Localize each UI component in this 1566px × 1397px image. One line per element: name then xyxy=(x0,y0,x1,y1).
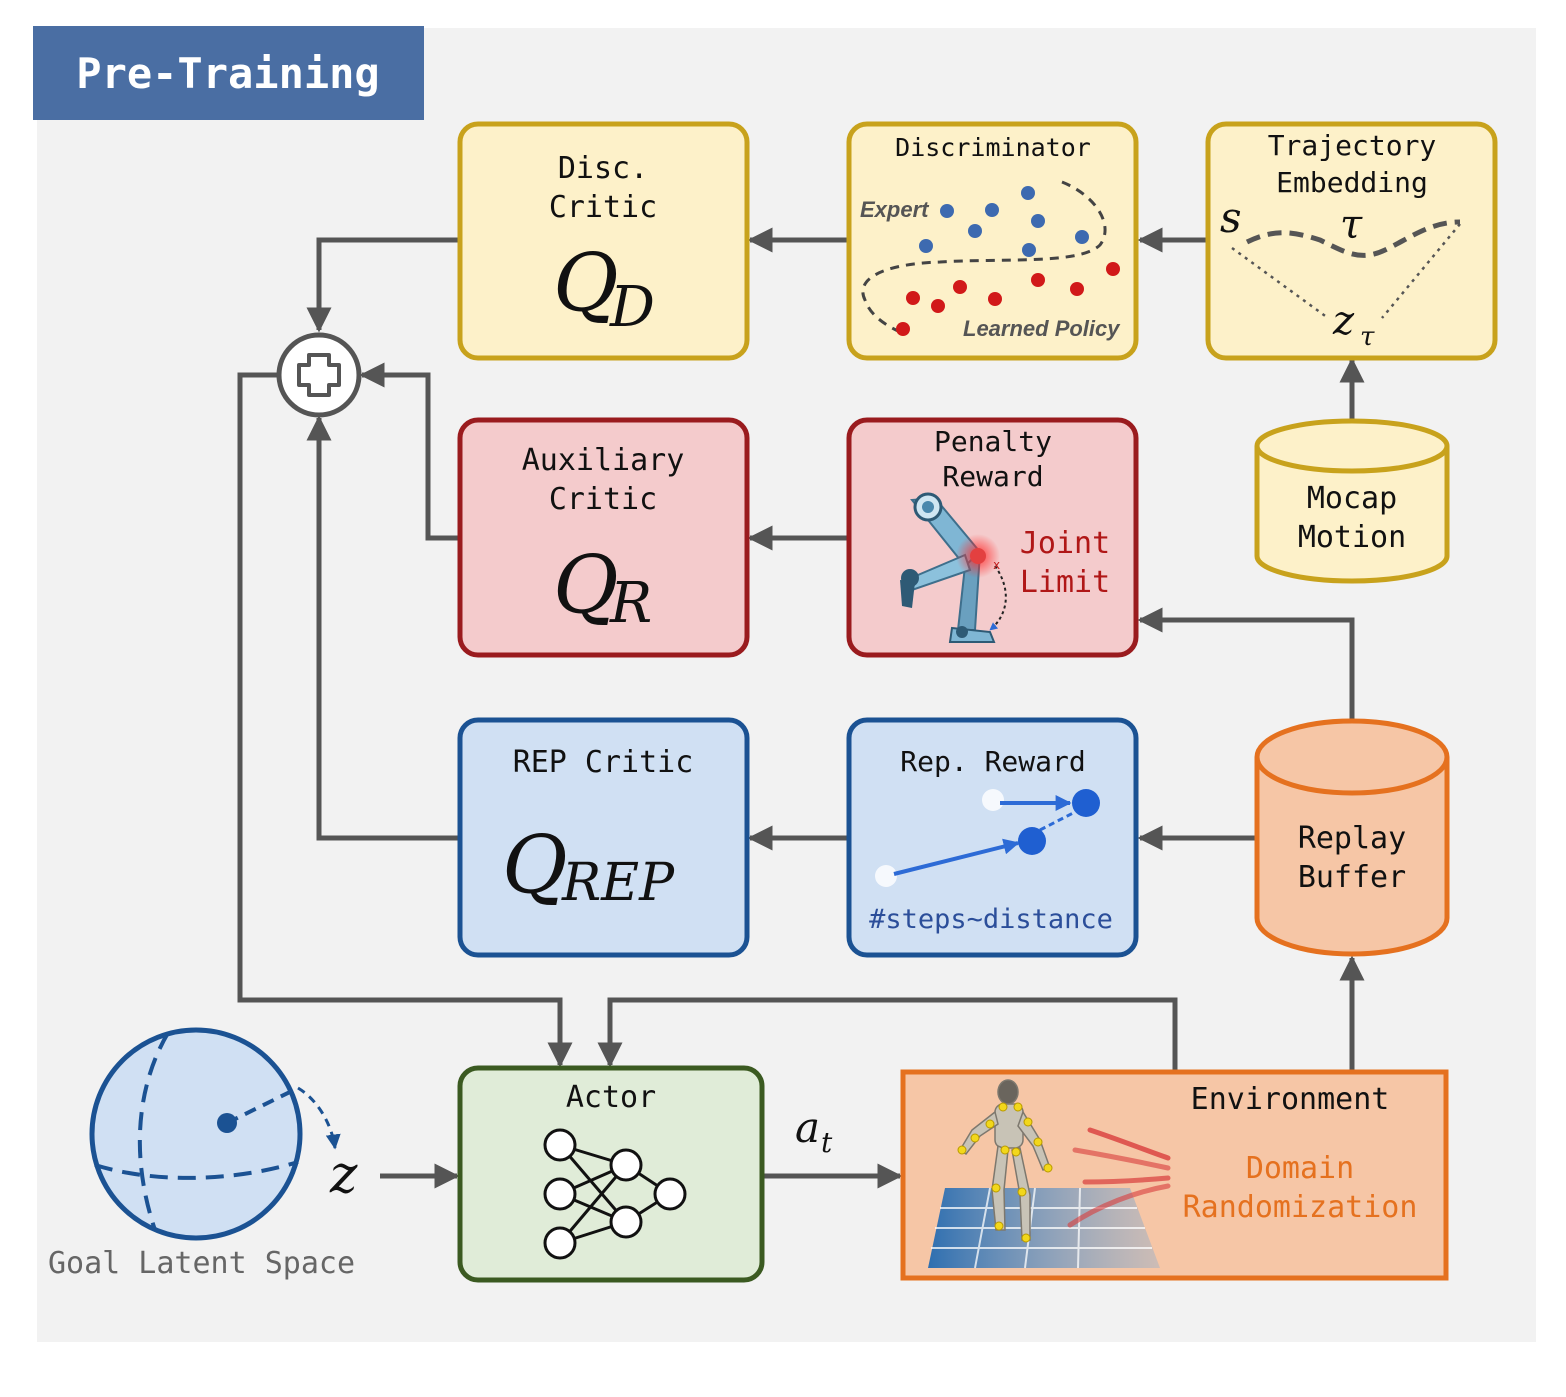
buffer-line1: Replay xyxy=(1298,821,1406,856)
environment-box: Environment Domain Randomization xyxy=(900,1069,1449,1281)
traj-line1: Trajectory xyxy=(1268,129,1437,162)
discriminator-box: Discriminator Expert Learned Policy xyxy=(846,121,1139,361)
traj-line2: Embedding xyxy=(1276,166,1428,199)
arrow-discritic-to-sum xyxy=(306,237,460,333)
expert-label: Expert xyxy=(860,197,930,222)
aux-critic-symbol: Q xyxy=(553,538,619,631)
replay-buffer-cylinder: Replay Buffer xyxy=(1254,718,1450,957)
trajectory-embedding-box: Trajectory Embedding s τ z τ xyxy=(1205,121,1498,361)
aux-critic-line2: Critic xyxy=(549,482,657,517)
sum-node xyxy=(276,332,362,418)
arrows xyxy=(237,227,1365,1189)
disc-critic-line2: Critic xyxy=(549,190,657,225)
plus-icon xyxy=(297,353,341,397)
rep-critic-box: REP Critic Q REP xyxy=(457,717,750,958)
domain-randomization-line1: Domain xyxy=(1246,1151,1354,1186)
pretraining-header: Pre-Training xyxy=(33,26,424,120)
traj-s: s xyxy=(1220,193,1242,242)
arrow-repcritic-to-sum xyxy=(306,415,460,841)
disc-critic-box: Disc. Critic Q D xyxy=(457,121,750,361)
penalty-line1: Penalty xyxy=(934,425,1052,458)
arrow-auxcritic-to-sum xyxy=(359,362,460,541)
policy-label: Learned Policy xyxy=(963,316,1121,341)
rep-critic-title: REP Critic xyxy=(513,745,694,780)
goal-latent-sphere: z Goal Latent Space xyxy=(48,1027,358,1281)
rep-critic-subscript: REP xyxy=(561,853,675,913)
rep-reward-graphic xyxy=(875,789,1100,887)
penalty-reward-box: Penalty Reward x Joint Limit xyxy=(846,417,1139,658)
svg-text:x: x xyxy=(993,558,1000,572)
aux-critic-subscript: R xyxy=(609,571,652,636)
svg-text:a: a xyxy=(795,1103,820,1152)
discriminator-title: Discriminator xyxy=(895,133,1091,162)
disc-critic-symbol: Q xyxy=(553,236,619,329)
environment-title: Environment xyxy=(1191,1082,1390,1117)
action-label: a t xyxy=(795,1103,833,1159)
disc-critic-line1: Disc. xyxy=(558,151,648,186)
expert-points xyxy=(919,186,1089,257)
arrow-sum-to-actor xyxy=(237,372,573,1068)
penalty-line2: Reward xyxy=(942,460,1043,493)
disc-critic-subscript: D xyxy=(609,275,655,340)
actor-box: Actor xyxy=(457,1065,765,1283)
svg-text:t: t xyxy=(821,1126,833,1159)
traj-tau: τ xyxy=(1340,202,1363,248)
auxiliary-critic-box: Auxiliary Critic Q R xyxy=(457,417,750,658)
policy-points xyxy=(896,262,1120,336)
buffer-line2: Buffer xyxy=(1298,860,1406,895)
traj-z-sub: τ xyxy=(1360,322,1375,352)
actor-title: Actor xyxy=(566,1080,656,1115)
header-title: Pre-Training xyxy=(76,49,379,98)
aux-critic-line1: Auxiliary xyxy=(522,443,685,478)
trajectory-curve xyxy=(1245,219,1461,258)
mocap-motion-cylinder: Mocap Motion xyxy=(1254,418,1450,584)
joint-limit-line2: Limit xyxy=(1020,565,1110,600)
rep-reward-caption: #steps~distance xyxy=(869,904,1113,935)
traj-z: z xyxy=(1332,298,1355,344)
rep-critic-symbol: Q xyxy=(502,818,568,911)
goal-z: z xyxy=(329,1145,358,1205)
domain-randomization-line2: Randomization xyxy=(1183,1190,1418,1225)
rep-reward-title: Rep. Reward xyxy=(900,745,1085,778)
arrow-buffer-to-penalty xyxy=(1137,607,1355,720)
arrow-env-to-actor xyxy=(597,997,1178,1072)
decision-boundary xyxy=(861,180,1107,334)
rep-reward-box: Rep. Reward #steps~distance xyxy=(846,717,1139,958)
mocap-line1: Mocap xyxy=(1307,481,1397,516)
neural-network-icon xyxy=(543,1128,687,1260)
robot-figure-icon xyxy=(957,1079,1053,1243)
goal-latent-label: Goal Latent Space xyxy=(48,1246,355,1281)
force-lines-icon xyxy=(1067,1127,1171,1228)
mocap-line2: Motion xyxy=(1298,520,1406,555)
robot-leg-icon: x xyxy=(900,492,1007,643)
joint-limit-line1: Joint xyxy=(1020,526,1110,561)
